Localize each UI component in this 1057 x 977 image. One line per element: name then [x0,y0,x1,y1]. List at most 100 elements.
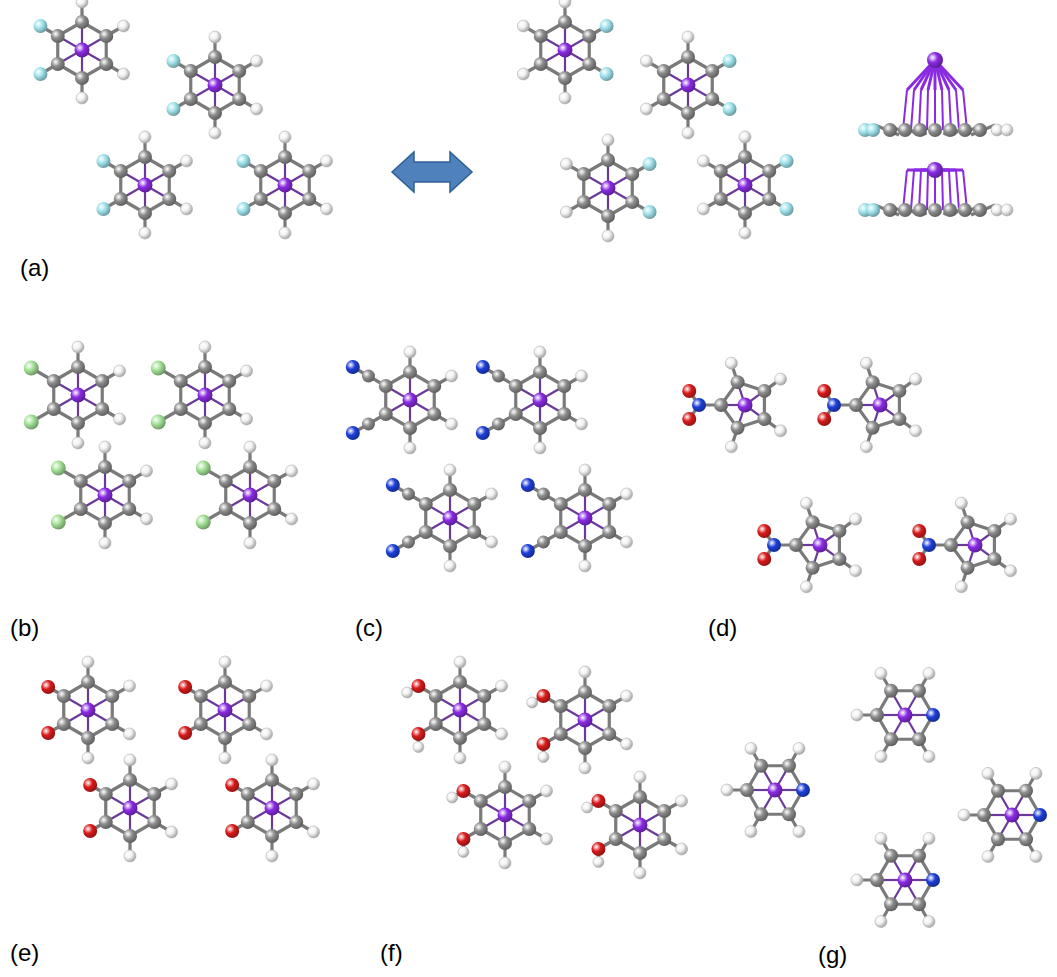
ring-atom [782,807,796,821]
ring-atom [443,539,457,553]
ring-atom [789,538,803,552]
atom [456,832,470,846]
ring-atom [147,787,161,801]
ring-atom [557,407,571,421]
ring-atom [138,206,152,220]
ring-atom [926,708,940,722]
panel-label: (a) [20,255,49,281]
atom [602,230,614,242]
ring-atom [601,209,615,223]
atom [386,478,400,492]
metal-atom [1005,808,1020,823]
sandwich-molecule [196,441,298,549]
double-arrow [392,152,472,192]
panel-label: (g) [818,942,847,968]
atom [244,537,256,549]
metal-atom [558,43,573,58]
ring-atom [705,92,719,106]
atom [1030,851,1042,863]
atom [411,727,425,741]
atom [621,738,633,750]
atom [386,544,400,558]
atom [447,792,458,803]
atom [860,441,872,453]
ring-atom [467,525,481,539]
atom [444,464,456,476]
atom [875,832,887,844]
ring-atom [194,717,208,731]
metal-atom [898,873,913,888]
sandwich-molecule [447,761,553,869]
atom [593,857,604,868]
ring-atom [379,407,393,421]
atom [721,784,733,796]
atom [404,442,416,454]
atom [83,778,97,792]
atom [492,418,505,431]
atom [793,742,805,754]
atom [541,833,553,845]
ring-atom [558,71,572,85]
atom [923,916,935,928]
ring-atom [757,412,771,426]
atom [775,425,787,437]
ring-atom [184,64,198,78]
ring-atom [477,689,491,703]
atom [602,134,614,146]
ring-atom [870,708,884,722]
ring-atom [912,849,926,863]
atom [982,767,994,779]
ring-atom [123,829,137,843]
atom [780,202,794,216]
sandwich-molecule [402,656,508,764]
ring-atom [738,206,752,220]
ring-atom [122,474,136,488]
ring-atom [198,360,212,374]
panel-label: (d) [708,615,737,641]
metal-bond [911,170,914,210]
atom [286,465,298,477]
atom [866,123,880,137]
atom [96,154,110,168]
sandwich-molecule [851,832,940,927]
ring-atom [554,497,568,511]
atom [199,341,211,353]
metal-atom [738,178,753,193]
ring-atom [577,167,591,181]
ring-atom [973,123,987,137]
sandwich-molecule [178,656,272,764]
ring-atom [98,516,112,530]
panel-label: (b) [10,615,39,641]
atom [560,158,572,170]
ring-atom [218,731,232,745]
atom [676,795,688,807]
ring-atom [219,474,233,488]
atom [955,581,967,593]
metal-atom [533,393,548,408]
ring-atom [162,164,176,178]
atom [697,155,709,167]
metal-atom [403,393,418,408]
ring-atom [892,412,906,426]
metal-atom [738,398,753,413]
atom [682,412,696,426]
atom [454,656,466,668]
atom [682,127,694,139]
ring-atom [208,106,222,120]
atom [767,538,781,552]
atom [219,656,231,668]
atom [196,515,211,530]
atom [51,461,66,476]
ring-atom [731,375,745,389]
ring-atom [403,421,417,435]
atom [579,464,591,476]
sandwich-molecule [560,134,656,242]
ring-atom [522,822,536,836]
atom [775,373,787,385]
atom [579,666,591,678]
metal-atom [443,511,458,526]
atom [582,802,593,813]
ring-atom [289,815,303,829]
atom [793,826,805,838]
